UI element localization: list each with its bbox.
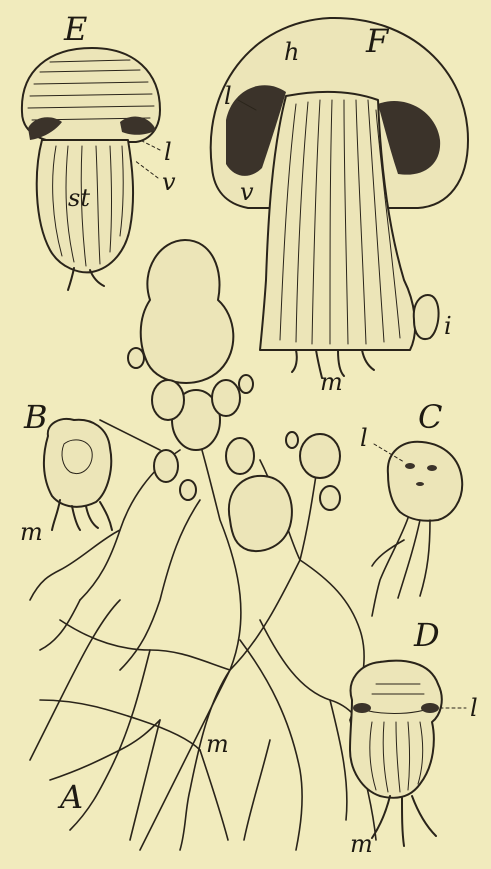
figure-c-letter: C	[418, 398, 442, 436]
figure-c-label-gills: l	[360, 424, 368, 452]
figure-e-letter: E	[63, 10, 87, 48]
figure-f-label-veil: v	[240, 178, 254, 206]
figure-d-label-mycelium: m	[350, 830, 373, 858]
figure-a-button-12	[286, 432, 298, 448]
figure-a-label-mycelium: m	[206, 730, 229, 758]
figure-b-letter: B	[23, 398, 48, 436]
figure-a-letter: A	[57, 778, 83, 816]
figure-e: E l v st	[22, 10, 176, 290]
figure-e-pointer-v	[134, 160, 158, 178]
figure-f: F h l v i m	[211, 18, 468, 396]
figure-b-body	[44, 419, 111, 507]
figure-d: D l m	[350, 616, 478, 858]
figure-f-letter: F	[365, 22, 390, 60]
figure-d-mycelium	[372, 796, 436, 846]
figure-f-ring	[414, 295, 439, 339]
figure-a-button-9	[229, 476, 292, 551]
figure-b-label-mycelium: m	[20, 518, 43, 546]
figure-a-button-7	[300, 434, 340, 478]
figure-e-label-gills: l	[164, 138, 172, 166]
figure-f-label-mycelium: m	[320, 368, 343, 396]
figure-e-label-stem: st	[68, 184, 90, 212]
figure-a-button-11	[239, 375, 253, 393]
figure-a-button-13	[180, 480, 196, 500]
figure-f-label-cap: h	[284, 38, 299, 66]
figure-a-button-8	[320, 486, 340, 510]
figure-a-button-6	[154, 450, 178, 482]
figure-e-pointer-l	[140, 140, 160, 150]
figure-c-body	[388, 442, 462, 521]
figure-c-mycelium	[372, 518, 430, 616]
figure-a-button-4	[212, 380, 240, 416]
figure-a-button-5	[226, 438, 254, 474]
figure-a-button-10	[128, 348, 144, 368]
figure-a-large-button	[141, 240, 234, 383]
figure-f-label-gills: l	[224, 82, 232, 110]
figure-d-label-gills: l	[470, 694, 478, 722]
figure-c: C l	[360, 398, 462, 616]
figure-b: B m	[20, 398, 112, 546]
figure-a-button-3	[152, 380, 184, 420]
figure-e-label-veil: v	[162, 168, 176, 196]
figure-f-label-ring: i	[444, 312, 452, 340]
figure-d-letter: D	[413, 616, 440, 654]
